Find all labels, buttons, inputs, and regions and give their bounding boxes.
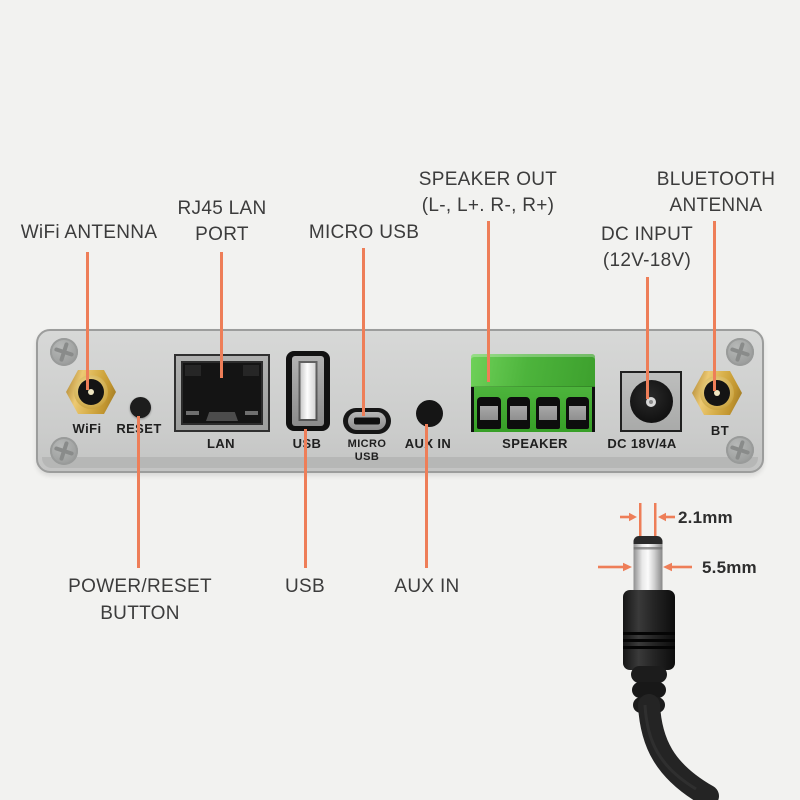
device-rear-panel: WiFi RESET LAN USB MICRO USB AUX IN SPEA… — [36, 329, 764, 473]
strain-relief-rib — [632, 682, 666, 698]
callout-bt-line2: ANTENNA — [669, 195, 763, 216]
callout-rj45-line1: RJ45 LAN — [177, 198, 267, 219]
micro-usb-tab — [354, 417, 380, 425]
usb-cavity — [292, 356, 324, 426]
speaker-terminal-slots — [471, 387, 595, 432]
callout-bt-line1: BLUETOOTH — [656, 169, 776, 190]
rj45-notch — [245, 411, 258, 415]
port-label-lan: LAN — [207, 436, 235, 451]
leader-line-speaker-out — [487, 221, 490, 382]
speaker-terminal-block — [471, 354, 595, 432]
leader-line-bt-antenna — [713, 221, 716, 391]
bt-connector-ring — [700, 376, 734, 410]
callout-speaker-line1: SPEAKER OUT — [418, 169, 558, 190]
speaker-terminal-r-plus[interactable] — [563, 387, 593, 432]
micro-usb-cavity — [348, 412, 386, 430]
screw-icon — [726, 338, 754, 366]
callout-speaker-out: SPEAKER OUT (L-, L+. R-, R+) — [393, 167, 583, 219]
measurement-inner-diameter: 2.1mm — [678, 508, 733, 527]
callout-power-reset-button: POWER/RESET BUTTON — [50, 573, 230, 627]
callout-aux-in: AUX IN — [394, 576, 460, 597]
arrow-2-1mm-icon — [620, 512, 675, 522]
arrow-5-5mm-icon — [598, 562, 692, 572]
plug-body — [623, 590, 675, 670]
dc-jack — [629, 380, 673, 423]
rj45-step — [185, 365, 201, 376]
port-label-micro-line2: USB — [354, 451, 380, 463]
leader-line-dc-input — [646, 277, 649, 399]
callout-power-line1: POWER/RESET — [68, 576, 212, 597]
dc-barrel-plug — [623, 536, 719, 800]
callout-dc-line2: (12V-18V) — [602, 250, 692, 271]
bluetooth-antenna-connector — [692, 371, 742, 415]
wifi-connector-ring — [74, 375, 108, 409]
port-label-bt: BT — [710, 423, 730, 438]
speaker-terminal-top — [471, 354, 595, 388]
port-label-usb: USB — [292, 436, 322, 451]
callout-dc-line1: DC INPUT — [600, 224, 694, 245]
callout-bluetooth-antenna: BLUETOOTH ANTENNA — [641, 167, 791, 219]
bt-connector-jack — [704, 380, 730, 406]
callout-rj45-line2: PORT — [195, 224, 249, 245]
inner-diameter-lines — [639, 503, 657, 538]
port-label-wifi: WiFi — [72, 421, 102, 436]
screw-icon — [50, 437, 78, 465]
callout-wifi-antenna: WiFi ANTENNA — [20, 222, 158, 243]
port-label-micro-line1: MICRO — [347, 438, 387, 450]
rj45-step — [243, 365, 259, 376]
screw-icon — [50, 338, 78, 366]
reset-button[interactable] — [130, 397, 151, 418]
speaker-terminal-l-plus[interactable] — [504, 387, 534, 432]
dc-plug-illustration — [598, 503, 719, 800]
micro-usb-port[interactable] — [343, 408, 391, 434]
leader-line-power-reset — [137, 416, 140, 568]
port-label-dc: DC 18V/4A — [607, 436, 677, 451]
strain-relief-rib — [631, 666, 667, 683]
measurement-outer-diameter: 5.5mm — [702, 558, 757, 577]
callout-rj45-lan-port: RJ45 LAN PORT — [152, 196, 292, 248]
usb-tongue — [300, 363, 316, 419]
callout-dc-input: DC INPUT (12V-18V) — [572, 222, 722, 274]
leader-line-usb — [304, 429, 307, 568]
rj45-latch-slot — [206, 412, 238, 421]
leader-line-aux-in — [425, 424, 428, 568]
usb-a-port[interactable] — [286, 351, 330, 431]
callout-usb: USB — [285, 576, 325, 597]
plug-barrel — [633, 544, 663, 592]
callout-speaker-line2: (L-, L+. R-, R+) — [421, 195, 555, 216]
port-label-speaker: SPEAKER — [502, 436, 568, 451]
screw-icon — [726, 436, 754, 464]
wifi-connector-jack — [78, 379, 104, 405]
leader-line-micro-usb — [362, 248, 365, 416]
dc-input-port[interactable] — [620, 371, 682, 432]
leader-line-wifi-antenna — [86, 252, 89, 390]
wifi-antenna-connector — [66, 370, 116, 414]
speaker-terminal-r-minus[interactable] — [533, 387, 563, 432]
dc-center-pin — [646, 396, 656, 407]
port-label-micro-usb: MICRO USB — [331, 438, 403, 464]
port-label-aux-in: AUX IN — [404, 436, 452, 451]
callout-power-line2: BUTTON — [100, 603, 180, 624]
rj45-notch — [186, 411, 199, 415]
callout-micro-usb: MICRO USB — [308, 222, 420, 243]
leader-line-rj45 — [220, 252, 223, 378]
aux-in-jack[interactable] — [416, 400, 443, 427]
panel-bottom-bevel — [42, 457, 758, 468]
speaker-terminal-l-minus[interactable] — [474, 387, 504, 432]
